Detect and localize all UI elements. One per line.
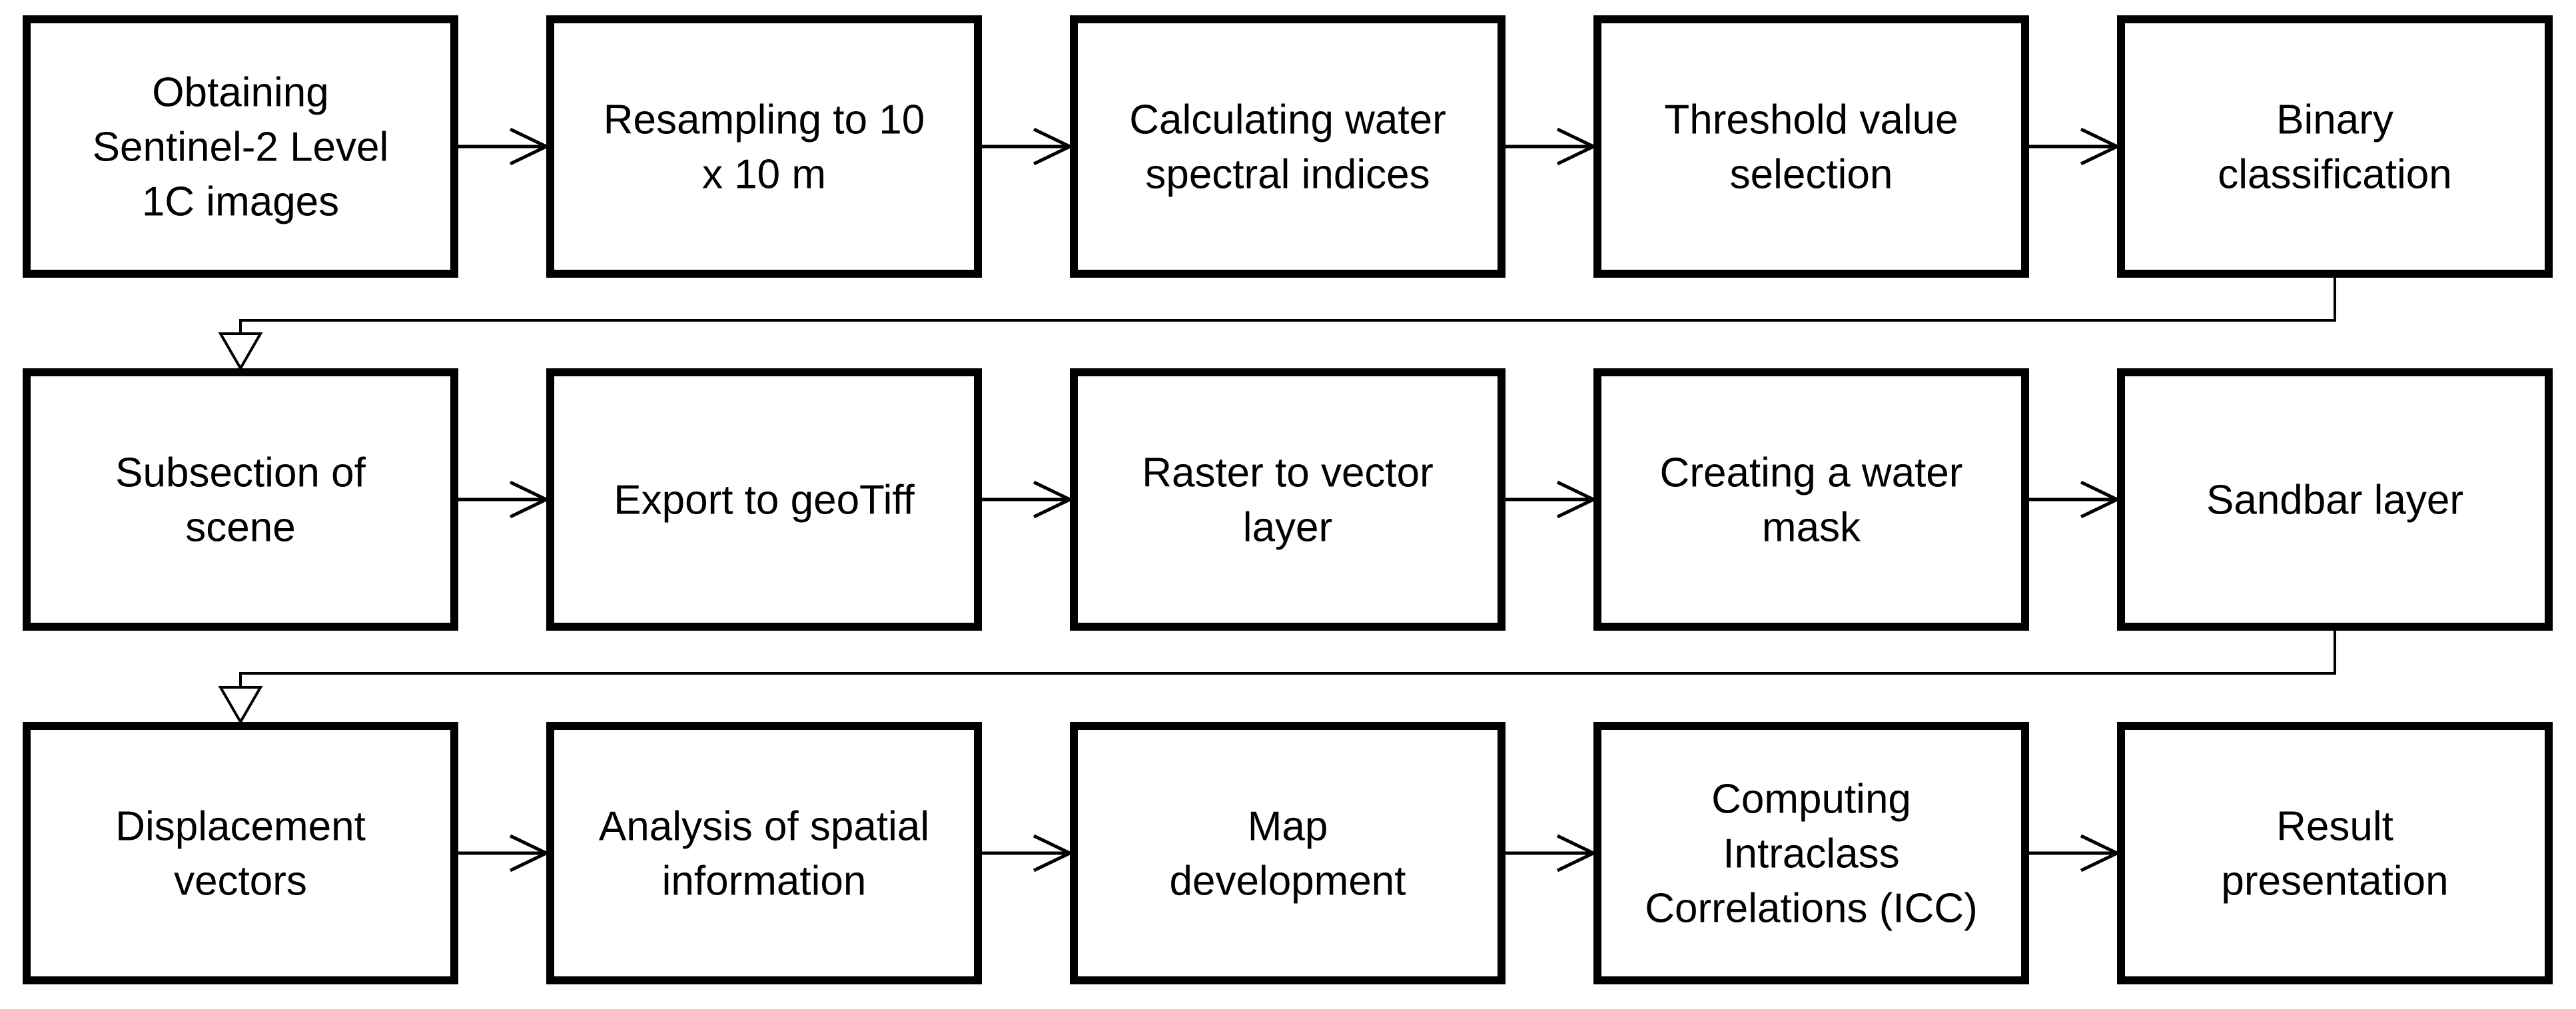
- process-box-label: 1C images: [142, 179, 339, 225]
- process-box-frame: [546, 15, 982, 278]
- process-box-frame: [546, 368, 982, 631]
- process-box-label: selection: [1730, 152, 1893, 198]
- process-box-label: layer: [1243, 505, 1332, 551]
- connectors: [218, 127, 2336, 872]
- flow-arrow: [458, 127, 550, 166]
- process-box: Calculating water spectral indices: [1070, 15, 1505, 278]
- process-box-label: Map: [1248, 804, 1328, 850]
- process-box-label: classification: [2218, 152, 2451, 198]
- process-box-label: spectral indices: [1145, 152, 1430, 198]
- process-box-label: Displacement: [115, 804, 366, 850]
- process-box-frame: [23, 722, 458, 984]
- flow-arrow: [458, 834, 550, 872]
- process-box-label: Calculating water: [1129, 97, 1446, 143]
- process-box-label: Resampling to 10: [604, 97, 925, 143]
- process-box-label: Sentinel-2 Level: [93, 125, 389, 170]
- process-box: Binary classification: [2117, 15, 2553, 278]
- process-box-frame: [2117, 722, 2553, 984]
- flow-arrow: [1505, 480, 1597, 519]
- row-connector-arrow: [218, 631, 2336, 725]
- process-box-label: Computing: [1711, 777, 1911, 823]
- flow-arrow: [2029, 834, 2121, 872]
- process-box-label: Threshold value: [1664, 97, 1958, 143]
- process-box-frame: [546, 722, 982, 984]
- process-box-frame: [1070, 15, 1505, 278]
- row-connector-arrow: [218, 278, 2336, 372]
- process-box: Resampling to 10 x 10 m: [546, 15, 982, 278]
- process-box-label: Analysis of spatial: [599, 804, 929, 850]
- process-box-label: Binary: [2276, 97, 2393, 143]
- process-box-label: mask: [1762, 505, 1861, 551]
- process-box-frame: [23, 368, 458, 631]
- flow-arrow: [982, 480, 1074, 519]
- process-box: Subsection of scene: [23, 368, 458, 631]
- process-box-label: scene: [185, 505, 295, 551]
- process-box-label: Sandbar layer: [2206, 478, 2463, 523]
- process-box-label: presentation: [2221, 858, 2448, 904]
- process-box-frame: [1070, 722, 1505, 984]
- flow-arrow: [458, 480, 550, 519]
- process-box-frame: [23, 15, 458, 278]
- process-box-frame: [1593, 722, 2029, 984]
- process-box-label: Export to geoTiff: [614, 478, 915, 523]
- process-box-label: information: [662, 858, 867, 904]
- process-box: Map development: [1070, 722, 1505, 984]
- process-box-frame: [2117, 15, 2553, 278]
- process-box-label: Raster to vector: [1142, 450, 1434, 496]
- flow-arrow: [982, 834, 1074, 872]
- process-box-frame: [1070, 368, 1505, 631]
- process-box-frame: [1593, 368, 2029, 631]
- process-box: Displacement vectors: [23, 722, 458, 984]
- process-box-label: Creating a water: [1660, 450, 1963, 496]
- process-box-label: Correlations (ICC): [1645, 886, 1978, 932]
- process-box: Raster to vector layer: [1070, 368, 1505, 631]
- process-box-label: Result: [2276, 804, 2393, 850]
- process-box: Result presentation: [2117, 722, 2553, 984]
- flow-arrow: [1505, 834, 1597, 872]
- process-box: Export to geoTiff: [546, 368, 982, 631]
- process-box: Sandbar layer: [2117, 368, 2553, 631]
- flow-arrow: [2029, 480, 2121, 519]
- process-box-label: x 10 m: [702, 152, 826, 198]
- process-box: Threshold value selection: [1593, 15, 2029, 278]
- flow-arrow: [2029, 127, 2121, 166]
- flow-arrow: [982, 127, 1074, 166]
- process-box-frame: [1593, 15, 2029, 278]
- flow-arrow: [1505, 127, 1597, 166]
- process-box-label: Intraclass: [1723, 831, 1899, 877]
- process-box-frame: [2117, 368, 2553, 631]
- process-box-label: development: [1169, 858, 1406, 904]
- process-box: Creating a water mask: [1593, 368, 2029, 631]
- process-box-label: Subsection of: [115, 450, 366, 496]
- process-box: Analysis of spatial information: [546, 722, 982, 984]
- process-box-label: Obtaining: [152, 70, 328, 116]
- process-box-label: vectors: [174, 858, 307, 904]
